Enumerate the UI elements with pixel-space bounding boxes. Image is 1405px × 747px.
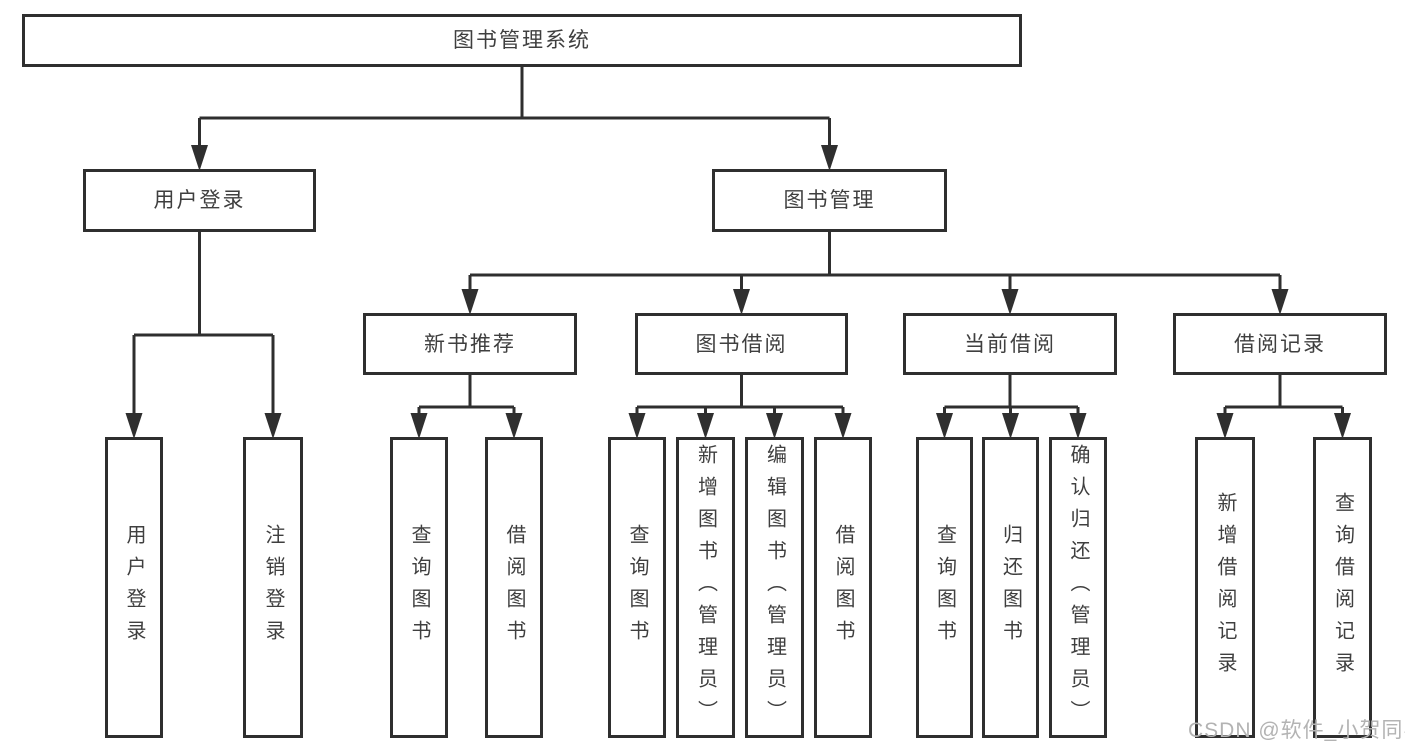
node-current-borrowing: 当前借阅 [903,313,1117,375]
arrowhead-to-leaf-query-books-3 [936,413,953,439]
node-label: 图书管理系统 [453,29,591,52]
edge-from-root [198,66,831,147]
arrowhead-to-leaf-user-login [125,413,143,439]
node-leaf-query-books-1: 查询图书 [390,437,448,738]
node-label: 注销登录 [262,523,284,652]
arrowhead-to-leaf-query-books-2 [628,413,646,439]
node-label: 查询图书 [408,523,430,652]
node-leaf-edit-books: 编辑图书（管理员） [745,437,804,738]
node-leaf-query-books-2: 查询图书 [608,437,666,738]
node-label: 当前借阅 [964,332,1056,356]
node-new-book-recommend: 新书推荐 [363,313,577,375]
node-leaf-query-books-3: 查询图书 [916,437,973,738]
node-leaf-return-books: 归还图书 [982,437,1039,738]
node-leaf-user-login: 用户登录 [105,437,163,738]
node-user-login: 用户登录 [83,169,316,232]
edge-from-borrowing-records [1223,374,1344,415]
node-borrowing-records: 借阅记录 [1173,313,1387,375]
node-book-management: 图书管理 [712,169,947,232]
edge-from-book-management [468,231,1282,291]
arrowhead-to-current-borrowing [1001,289,1019,315]
node-label: 查询图书 [626,523,648,652]
node-root: 图书管理系统 [22,14,1022,67]
edge-from-user-login [132,231,275,415]
edge-from-book-borrowing [635,374,845,415]
node-book-borrowing: 图书借阅 [635,313,848,375]
edge-from-new-book-recommend [417,374,516,415]
arrowhead-to-book-borrowing [733,289,750,315]
arrowhead-to-leaf-confirm-return [1069,413,1087,439]
node-leaf-logout: 注销登录 [243,437,303,738]
node-label: 新书推荐 [424,332,516,356]
node-label: 新增图书（管理员） [694,443,717,732]
arrowhead-to-leaf-edit-books [766,413,783,439]
node-label: 借阅图书 [503,523,525,652]
arrowhead-to-leaf-query-books-1 [410,413,428,439]
edge-from-current-borrowing [943,374,1080,415]
node-label: 图书管理 [783,189,876,212]
arrowhead-to-leaf-add-books [697,413,714,439]
node-label: 归还图书 [999,523,1022,652]
node-label: 新增借阅记录 [1214,491,1236,684]
node-label: 用户登录 [123,523,145,652]
node-leaf-borrow-books-2: 借阅图书 [814,437,872,738]
node-leaf-add-borrow-record: 新增借阅记录 [1195,437,1255,738]
node-label: 图书借阅 [695,332,788,356]
arrowhead-to-leaf-query-borrow-record [1334,413,1351,439]
node-label: 编辑图书（管理员） [763,443,786,732]
arrowhead-to-leaf-return-books [1002,413,1019,439]
arrowhead-to-user-login [191,145,208,171]
node-leaf-query-borrow-record: 查询借阅记录 [1313,437,1372,738]
node-label: 借阅记录 [1234,332,1326,356]
node-leaf-add-books: 新增图书（管理员） [676,437,735,738]
arrowhead-to-borrowing-records [1271,289,1289,315]
node-label: 查询借阅记录 [1331,491,1354,684]
arrowhead-to-new-book-recommend [461,289,479,315]
watermark: CSDN @软件_小贺同学 [1188,719,1405,742]
arrowhead-to-leaf-borrow-books-1 [505,413,523,439]
node-leaf-borrow-books-1: 借阅图书 [485,437,543,738]
node-leaf-confirm-return: 确认归还（管理员） [1049,437,1107,738]
arrowhead-to-book-management [821,145,838,171]
arrowhead-to-leaf-borrow-books-2 [834,413,852,439]
node-label: 用户登录 [153,189,246,212]
node-label: 查询图书 [933,523,956,652]
arrowhead-to-leaf-logout [264,413,282,439]
node-label: 确认归还（管理员） [1067,443,1089,732]
node-label: 借阅图书 [832,523,854,652]
arrowhead-to-leaf-add-borrow-record [1216,413,1234,439]
